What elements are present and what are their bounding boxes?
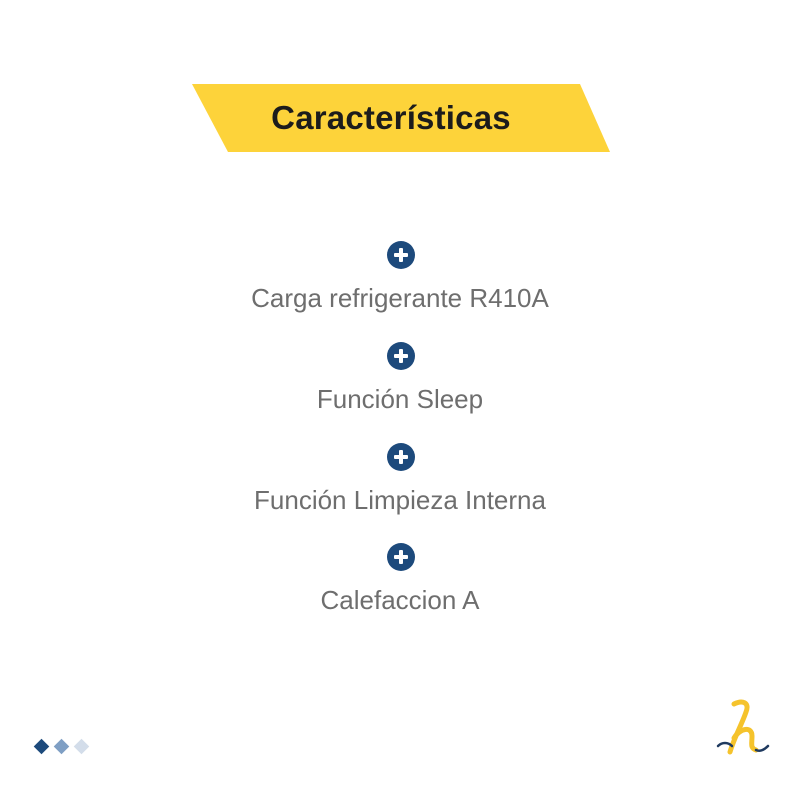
page-indicator [33,737,90,757]
plus-circle-icon [387,342,415,370]
brand-logo-icon [716,699,770,755]
title-banner: Características [192,84,610,152]
feature-item: Función Limpieza Interna [0,442,800,522]
feature-item: Carga refrigerante R410A [0,240,800,320]
page-title: Características [271,99,511,136]
feature-label: Carga refrigerante R410A [251,283,549,313]
feature-label: Función Sleep [316,384,484,414]
feature-label: Función Limpieza Interna [254,485,546,515]
plus-circle-icon [387,241,415,269]
feature-label: Calefaccion A [320,585,480,615]
feature-item: Calefaccion A [0,542,800,622]
banner-shape [192,84,610,152]
feature-item: Función Sleep [0,341,800,421]
page-dot-active[interactable] [33,738,50,755]
plus-circle-icon [387,443,415,471]
page-dot[interactable] [73,738,90,755]
plus-circle-icon [387,543,415,571]
page-dot[interactable] [53,738,70,755]
